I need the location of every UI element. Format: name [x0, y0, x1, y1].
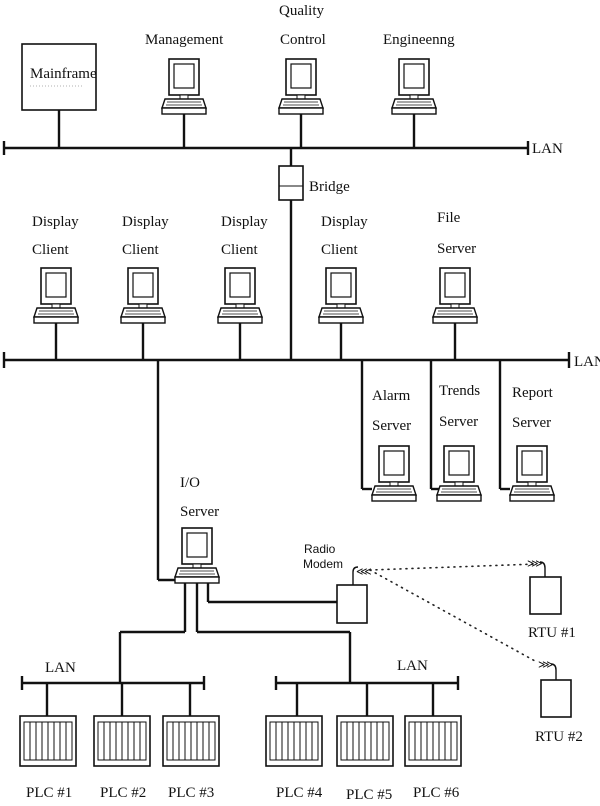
plc-3-icon — [162, 715, 220, 767]
display-client-4-pc-icon — [318, 267, 364, 324]
management-pc-icon — [161, 58, 207, 115]
trends-server-label-2: Server — [439, 414, 478, 430]
rtu-1-box — [529, 576, 562, 615]
plc-4-icon — [265, 715, 323, 767]
plc-6-icon — [404, 715, 462, 767]
plc-6-label: PLC #6 — [413, 785, 460, 801]
plc-2-label: PLC #2 — [100, 785, 146, 801]
plc-1-label: PLC #1 — [26, 785, 72, 801]
io-server-label-1: I/O — [180, 475, 200, 491]
plc-1-icon — [19, 715, 77, 767]
io-server-pc-icon — [174, 527, 220, 584]
display-client-3-label-1: Display — [221, 214, 268, 230]
radio-modem-label-1: Radio — [304, 542, 336, 556]
radio-modem-label-2: Modem — [303, 557, 343, 571]
engineering-label: Engineenng — [383, 32, 455, 48]
left-plc-lan-label: LAN — [45, 660, 76, 676]
report-server-label-2: Server — [512, 415, 551, 431]
report-server-label-1: Report — [512, 385, 554, 401]
quality-control-pc-icon — [278, 58, 324, 115]
file-server-label-1: File — [437, 210, 461, 226]
rtu-2-label: RTU #2 — [535, 729, 583, 745]
display-client-4-label-2: Client — [321, 242, 358, 258]
mid-lan-label: LAN — [574, 354, 600, 370]
rtu-1-antenna-icon: ⋙ — [527, 557, 543, 570]
radio-modem-antenna-icon: ⋘ — [356, 565, 372, 578]
plc-4-label: PLC #4 — [276, 785, 323, 801]
display-client-3-pc-icon — [217, 267, 263, 324]
io-server-label-2: Server — [180, 504, 219, 520]
bridge-label: Bridge — [309, 179, 350, 195]
management-label: Management — [145, 32, 224, 48]
rtu-2-box — [540, 679, 572, 718]
plc-5-icon — [336, 715, 394, 767]
trends-server-pc-icon — [436, 445, 482, 502]
file-server-pc-icon — [432, 267, 478, 324]
mainframe-label: Mainframe — [30, 66, 97, 82]
engineering-pc-icon — [391, 58, 437, 115]
report-server-pc-icon — [509, 445, 555, 502]
right-plc-lan-label: LAN — [397, 658, 428, 674]
quality-control-label-2: Control — [280, 32, 326, 48]
quality-control-label-1: Quality — [279, 3, 324, 19]
bridge-box — [278, 165, 304, 201]
alarm-server-label-2: Server — [372, 418, 411, 434]
plc-2-icon — [93, 715, 151, 767]
display-client-2-label-1: Display — [122, 214, 169, 230]
display-client-4-label-1: Display — [321, 214, 368, 230]
plc-5-label: PLC #5 — [346, 787, 392, 803]
display-client-2-label-2: Client — [122, 242, 159, 258]
plc-3-label: PLC #3 — [168, 785, 214, 801]
display-client-2-pc-icon — [120, 267, 166, 324]
alarm-server-label-1: Alarm — [372, 388, 411, 404]
file-server-label-2: Server — [437, 241, 476, 257]
display-client-3-label-2: Client — [221, 242, 258, 258]
display-client-1-pc-icon — [33, 267, 79, 324]
alarm-server-pc-icon — [371, 445, 417, 502]
trends-server-label-1: Trends — [439, 383, 480, 399]
display-client-1-label-1: Display — [32, 214, 79, 230]
top-lan-label: LAN — [532, 141, 563, 157]
radio-modem-box — [336, 584, 368, 624]
rtu-1-label: RTU #1 — [528, 625, 576, 641]
rtu-2-antenna-icon: ⋙ — [538, 658, 554, 671]
display-client-1-label-2: Client — [32, 242, 69, 258]
mainframe-box — [21, 43, 97, 111]
